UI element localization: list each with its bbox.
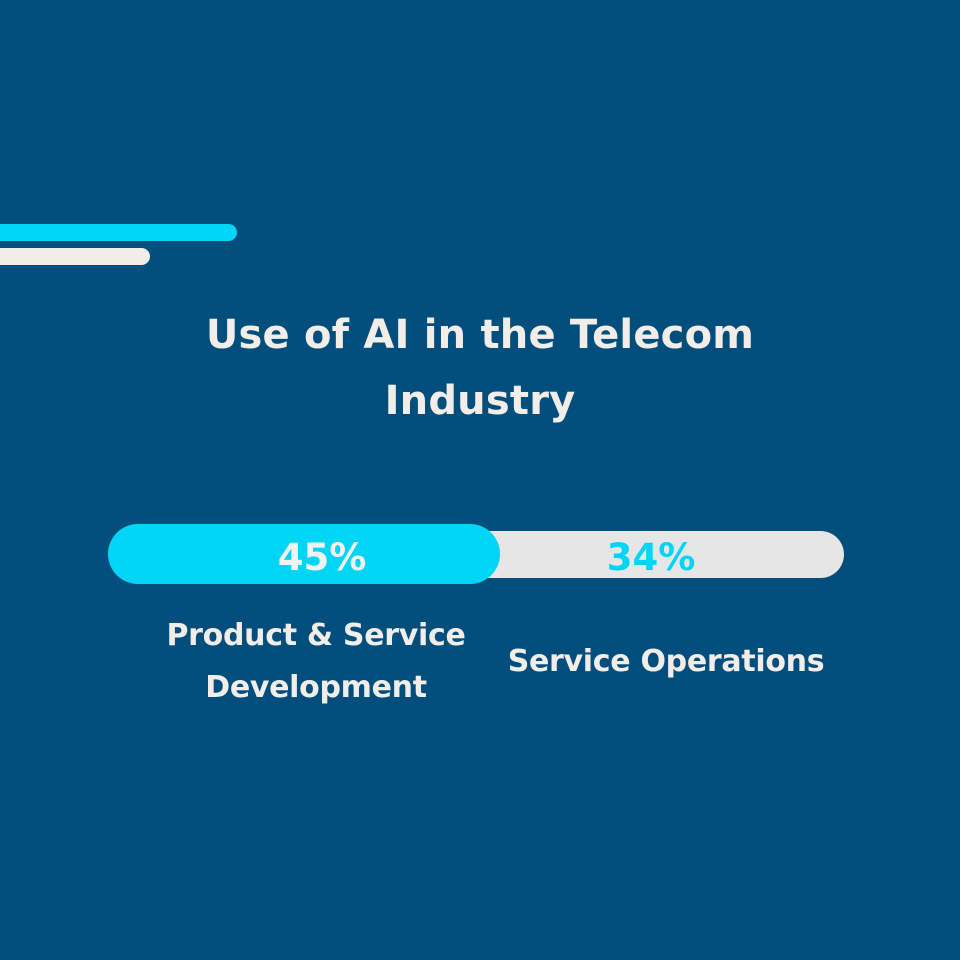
value-label-service-operations: 34%: [606, 536, 696, 579]
decorative-stripe-cyan: [0, 224, 237, 241]
chart-title: Use of AI in the Telecom Industry: [205, 312, 755, 424]
category-label-product-service-development: Product & Service Development: [166, 618, 466, 705]
category-label-service-operations: Service Operations: [507, 644, 825, 679]
value-label-product-service-development: 45%: [277, 536, 367, 579]
progress-fill-product-service-development: [108, 524, 500, 584]
decorative-stripe-cream: [0, 248, 150, 265]
